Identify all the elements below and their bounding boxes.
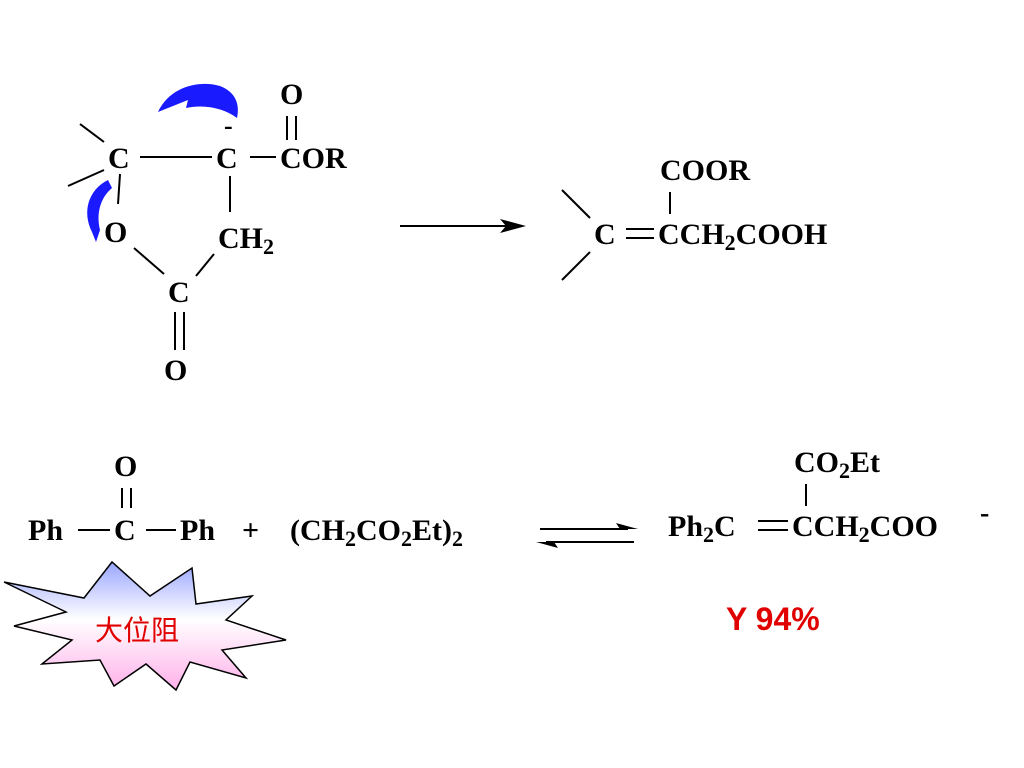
ring-methylene: CH2 (218, 222, 274, 259)
ring-carbon-mid: C (216, 142, 238, 175)
bond-c-upper-stub (79, 123, 105, 143)
alkene-carbon: C (594, 218, 616, 251)
reactant-benzophenone: O Ph C Ph (28, 450, 215, 547)
carbanion-charge: - (224, 111, 233, 140)
product-bottom-structure: CO2Et Ph2C CCH2COO - (668, 446, 989, 547)
carbonyl-oxygen-top: O (280, 78, 303, 111)
ketone-carbon: C (114, 514, 136, 547)
mechanism-structure: O C C - COR O CH2 C O (67, 78, 347, 387)
ketone-oxygen: O (114, 450, 137, 483)
bond-c-lower-stub (67, 169, 105, 187)
chain-cch2cooh: CCH2COOH (658, 218, 827, 255)
plus-sign: + (242, 514, 259, 547)
equilibrium-forward-head-icon (616, 523, 638, 529)
reaction-arrow-top (400, 219, 526, 233)
diphenyl-carbon: Ph2C (668, 510, 736, 547)
equilibrium-reverse-head-icon (536, 542, 558, 548)
phenyl-left: Ph (28, 514, 63, 547)
explosion-burst-icon (3, 560, 287, 692)
arrow-head-icon (500, 219, 526, 233)
bond-ch2-carbonyl (195, 253, 215, 277)
bond-o-carbonyl (133, 247, 165, 275)
reagent-diethyl-succinate: (CH2CO2Et)2 (290, 514, 463, 551)
ester-group-co2et: CO2Et (794, 446, 880, 483)
carbonyl-oxygen-bottom: O (164, 354, 187, 387)
ring-carbonyl-carbon: C (168, 276, 190, 309)
carboxylate-charge: - (980, 498, 989, 529)
ring-carbon-left: C (108, 142, 130, 175)
curved-arrow-top-icon (158, 83, 238, 118)
yield-label: Y 94% (726, 601, 820, 637)
chain-cch2coo: CCH2COO (792, 510, 938, 547)
phenyl-right: Ph (180, 514, 215, 547)
equilibrium-arrow (536, 523, 638, 548)
steric-hindrance-label: 大位阻 (95, 614, 179, 647)
curved-arrow-left-icon (87, 180, 112, 242)
ring-oxygen: O (104, 216, 127, 249)
bond-lower-stub (561, 251, 591, 281)
steric-hindrance-burst: 大位阻 (3, 560, 287, 692)
ester-group-coor: COOR (660, 154, 750, 187)
bond-c-o-ring (117, 173, 121, 205)
bond-upper-stub (561, 189, 591, 219)
ester-group-cor: COR (280, 142, 347, 175)
product-top-structure: COOR C CCH2COOH (561, 154, 827, 281)
